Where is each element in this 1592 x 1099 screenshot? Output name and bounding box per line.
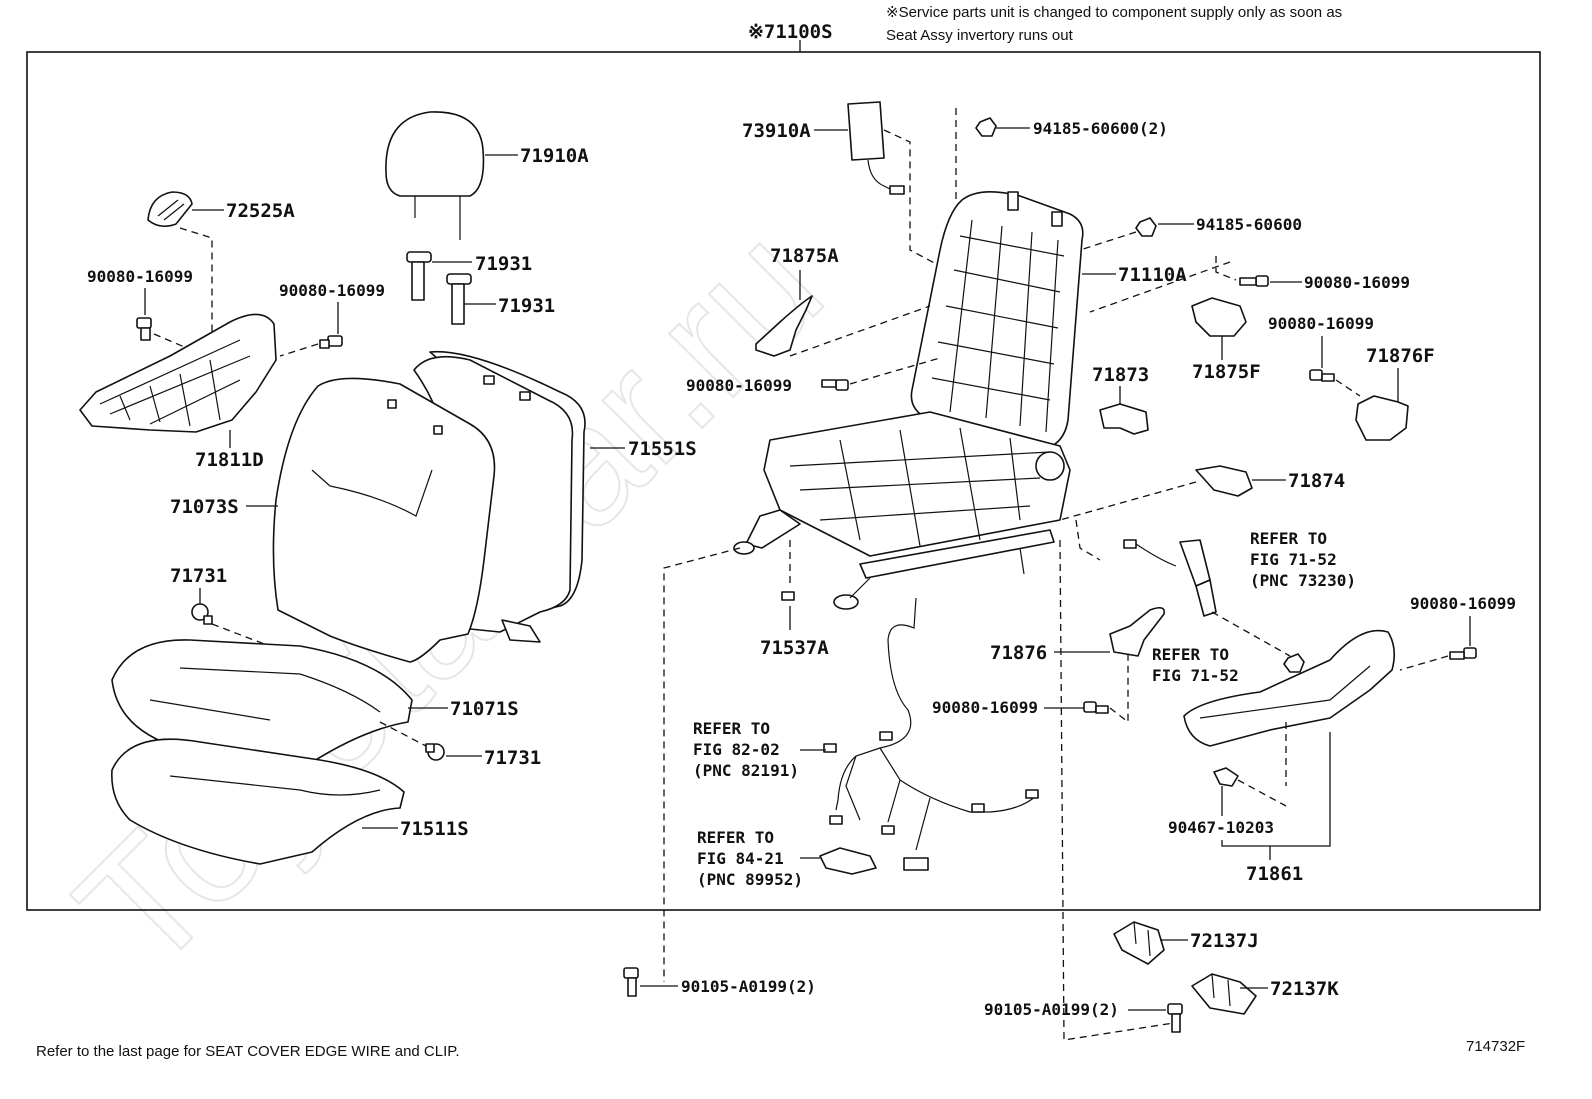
nut-icon <box>1135 217 1157 237</box>
bracket-71875F <box>1191 297 1247 337</box>
assembly-number: ※71100S <box>748 21 833 43</box>
label-94185: 94185-60600 <box>1196 215 1302 234</box>
bolt-icon <box>1167 1003 1183 1033</box>
label-71874: 71874 <box>1288 470 1345 492</box>
label-90080-c: 90080-16099 <box>1304 273 1410 292</box>
figure-code: 714732F <box>1466 1038 1525 1055</box>
pad-71537A <box>781 591 795 601</box>
bracket-71873 <box>1099 403 1149 435</box>
footer-note: Refer to the last page for SEAT COVER ED… <box>36 1043 460 1060</box>
clip-icon <box>425 743 445 761</box>
label-71811D: 71811D <box>195 449 264 471</box>
refer-sensor-3: (PNC 89952) <box>697 870 803 889</box>
bolt-icon <box>1309 369 1335 382</box>
label-71073S: 71073S <box>170 496 239 518</box>
label-90080-b: 90080-16099 <box>279 281 385 300</box>
bolt-icon <box>623 967 639 997</box>
bolt-icon <box>1083 701 1109 714</box>
refer-harness-3: (PNC 82191) <box>693 761 799 780</box>
bolt-icon <box>1449 647 1477 660</box>
label-71910A: 71910A <box>520 145 589 167</box>
headrest-guide-part <box>406 251 432 301</box>
bracket-72137K <box>1191 973 1257 1015</box>
label-71875A: 71875A <box>770 245 839 267</box>
side-cover-71861 <box>1183 629 1396 747</box>
refer-harness-2: FIG 82-02 <box>693 740 780 759</box>
bolt-icon <box>319 335 343 349</box>
refer-harness-1: REFER TO <box>693 719 770 738</box>
label-71110A: 71110A <box>1118 264 1187 286</box>
label-72525A: 72525A <box>226 200 295 222</box>
label-90080-d: 90080-16099 <box>686 376 792 395</box>
knob-72525A <box>147 191 193 228</box>
label-71537A: 71537A <box>760 637 829 659</box>
wire-harness-part <box>823 597 1039 851</box>
label-71876: 71876 <box>990 642 1047 664</box>
bolt-icon <box>821 379 849 391</box>
label-71876F: 71876F <box>1366 345 1435 367</box>
clip-icon <box>191 603 213 625</box>
seatback-cover-front-part <box>272 377 496 663</box>
assembly-frame <box>26 51 1541 911</box>
cushion-cover-part <box>111 639 413 771</box>
bracket-72137J <box>1113 921 1165 965</box>
label-71511S: 71511S <box>400 818 469 840</box>
label-90080-f: 90080-16099 <box>932 698 1038 717</box>
label-90080-g: 90080-16099 <box>1410 594 1516 613</box>
label-71931-a: 71931 <box>475 253 532 275</box>
label-94185-2: 94185-60600(2) <box>1033 119 1168 138</box>
belt-buckle-part <box>1123 539 1217 617</box>
label-90467: 90467-10203 <box>1168 818 1274 837</box>
label-90080-a: 90080-16099 <box>87 267 193 286</box>
label-71731-b: 71731 <box>484 747 541 769</box>
bracket-71874 <box>1195 465 1253 497</box>
headrest-guide-part <box>446 273 472 325</box>
label-71731-a: 71731 <box>170 565 227 587</box>
airbag-module-part <box>847 101 905 195</box>
headrest-part <box>385 111 485 240</box>
label-72137K: 72137K <box>1270 978 1339 1000</box>
label-71931-b: 71931 <box>498 295 555 317</box>
bolt-icon <box>136 317 152 341</box>
label-90105-b: 90105-A0199(2) <box>984 1000 1119 1019</box>
bracket-71875A <box>755 295 813 357</box>
label-71861: 71861 <box>1246 863 1303 885</box>
side-shield-part <box>79 313 277 433</box>
nut-icon <box>975 117 997 137</box>
service-note-line2: Seat Assy invertory runs out <box>886 27 1074 44</box>
refer-belt-2: FIG 71-52 <box>1250 550 1337 569</box>
refer-sensor-2: FIG 84-21 <box>697 849 784 868</box>
bracket-71876 <box>1109 606 1166 657</box>
label-71551S: 71551S <box>628 438 697 460</box>
label-71071S: 71071S <box>450 698 519 720</box>
sensor-connector-part <box>819 847 929 875</box>
refer-sensor-1: REFER TO <box>697 828 774 847</box>
seat-frame-part <box>733 191 1084 610</box>
clip-90467 <box>1213 767 1239 787</box>
service-note-line1: ※Service parts unit is changed to compon… <box>886 4 1342 21</box>
nut-icon <box>1283 653 1305 673</box>
label-90080-e: 90080-16099 <box>1268 314 1374 333</box>
bracket-71876F <box>1355 395 1409 441</box>
refer-7152-1: REFER TO <box>1152 645 1229 664</box>
refer-belt-3: (PNC 73230) <box>1250 571 1356 590</box>
label-71873: 71873 <box>1092 364 1149 386</box>
cushion-pad-part <box>111 738 405 865</box>
label-72137J: 72137J <box>1190 930 1259 952</box>
bolt-icon <box>1239 275 1269 287</box>
label-71875F: 71875F <box>1192 361 1261 383</box>
refer-7152-2: FIG 71-52 <box>1152 666 1239 685</box>
label-90105-a: 90105-A0199(2) <box>681 977 816 996</box>
refer-belt-1: REFER TO <box>1250 529 1327 548</box>
label-73910A: 73910A <box>742 120 811 142</box>
